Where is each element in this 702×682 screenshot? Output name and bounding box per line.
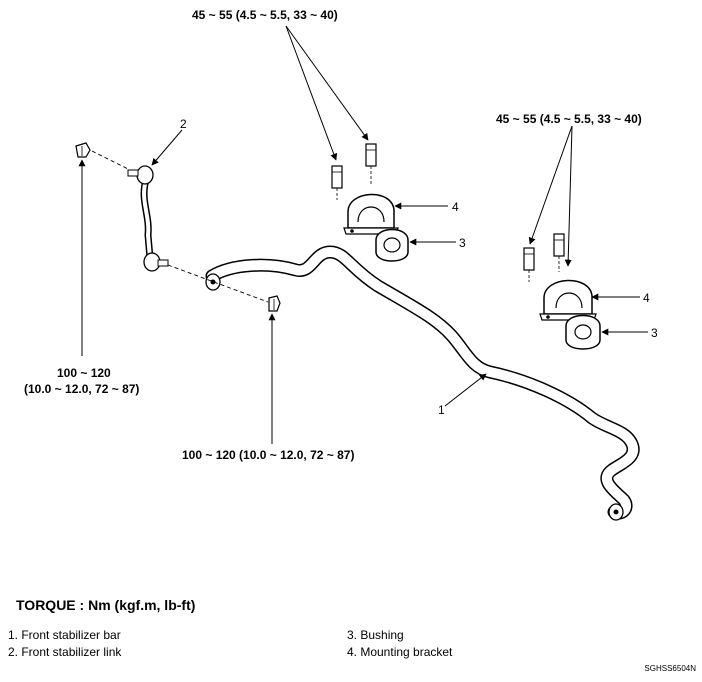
part-number-bushing-right: 3 bbox=[651, 326, 658, 340]
legend-item: 1. Front stabilizer bar bbox=[8, 628, 121, 642]
figure-code: SGHSS6504N bbox=[644, 664, 696, 673]
link-nut-top bbox=[75, 142, 91, 158]
mounting-bracket-center bbox=[343, 193, 399, 235]
bolts-right bbox=[523, 233, 565, 282]
bushing-right bbox=[565, 314, 601, 350]
stabilizer-bar bbox=[205, 245, 640, 521]
torque-callout-top-center: 45 ~ 55 (4.5 ~ 5.5, 33 ~ 40) bbox=[192, 8, 338, 22]
bolts-center bbox=[331, 143, 377, 200]
legend-item: 2. Front stabilizer link bbox=[8, 645, 122, 659]
torque-callout-nut: 100 ~ 120 (10.0 ~ 12.0, 72 ~ 87) bbox=[182, 448, 355, 462]
mounting-bracket-right bbox=[539, 279, 597, 321]
torque-callout-link-line2: (10.0 ~ 12.0, 72 ~ 87) bbox=[24, 382, 140, 396]
stabilizer-link bbox=[127, 165, 169, 272]
part-number-bracket-center: 4 bbox=[452, 200, 459, 214]
link-nut-bottom bbox=[268, 295, 281, 312]
part-number-bushing-center: 3 bbox=[459, 236, 466, 250]
part-number-bracket-right: 4 bbox=[643, 291, 650, 305]
part-number-link: 2 bbox=[180, 117, 187, 131]
legend-item: 3. Bushing bbox=[347, 628, 404, 642]
torque-callout-link-line1: 100 ~ 120 bbox=[57, 366, 111, 380]
stabilizer-diagram bbox=[75, 25, 648, 521]
legend-item: 4. Mounting bracket bbox=[347, 645, 453, 659]
bushing-center bbox=[375, 228, 409, 262]
leader-lines bbox=[78, 25, 648, 444]
torque-callout-top-right: 45 ~ 55 (4.5 ~ 5.5, 33 ~ 40) bbox=[496, 112, 642, 126]
torque-unit-title: TORQUE : Nm (kgf.m, lb-ft) bbox=[16, 597, 196, 613]
assembly-lines bbox=[91, 150, 269, 303]
part-number-bar: 1 bbox=[438, 403, 445, 417]
